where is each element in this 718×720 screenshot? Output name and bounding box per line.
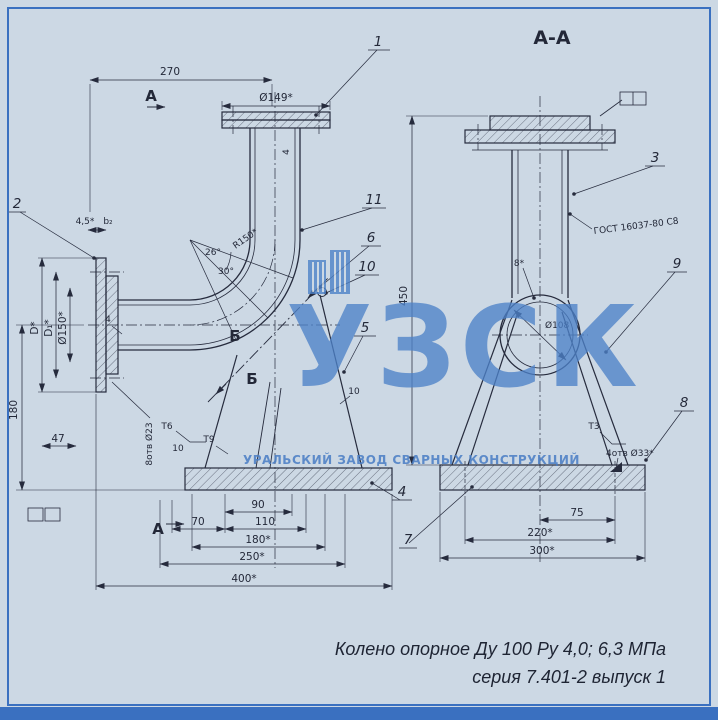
- dim-300: 300*: [529, 545, 554, 557]
- dim-220: 220*: [527, 527, 552, 539]
- dim-D: D*: [29, 321, 41, 334]
- front-support: [184, 294, 393, 491]
- dim-dia149: Ø149*: [259, 92, 293, 104]
- dim-180s: 180*: [245, 534, 270, 546]
- dim-holes8: 8отв Ø23: [144, 422, 155, 465]
- section-legs: [439, 299, 646, 491]
- front-leaders: [9, 49, 412, 501]
- dim-D1: D₁*: [43, 319, 55, 337]
- dim-75: 75: [570, 507, 583, 519]
- caption-line2: серия 7.401-2 выпуск 1: [472, 666, 666, 687]
- top-flange: [221, 111, 331, 129]
- drawing-caption: Колено опорное Ду 100 Ру 4,0; 6,3 МПа се…: [335, 636, 666, 692]
- dim-70: 70: [191, 516, 204, 528]
- part-label-1: 1: [374, 34, 383, 50]
- section-mark-b-lower: Б: [246, 370, 257, 388]
- dim-47: 47: [51, 433, 64, 445]
- front-dimensions: [16, 77, 393, 590]
- gost-note: ГОСТ 16037-80 С8: [593, 217, 679, 237]
- radial-lines: [189, 239, 294, 341]
- section-leaders: [399, 165, 694, 549]
- horizontal-pipe: [118, 299, 190, 351]
- dim-weld4: 4: [105, 315, 111, 325]
- part-label-2: 2: [13, 196, 22, 212]
- dim-wall8: 8*: [514, 259, 525, 269]
- part-label-9: 9: [673, 256, 682, 272]
- dim-10-left: 10: [172, 444, 184, 454]
- view-arrows: [147, 104, 185, 527]
- dim-angle30: 30°: [218, 267, 234, 277]
- part-label-3: 3: [651, 150, 660, 166]
- front-centerlines: [88, 92, 340, 568]
- weld-t9: Т9: [202, 435, 214, 445]
- dim-450: 450: [398, 286, 410, 306]
- section-pipe: [511, 150, 569, 298]
- dim-110: 110: [255, 516, 275, 528]
- dim-400: 400*: [231, 573, 256, 585]
- section-line-b: [207, 277, 329, 403]
- dim-250: 250*: [239, 551, 264, 563]
- dim-dia150: Ø150*: [57, 311, 69, 345]
- part-label-8: 8: [680, 395, 689, 411]
- part-label-5: 5: [361, 320, 370, 336]
- part-label-11: 11: [365, 192, 382, 208]
- section-view-linework: [399, 91, 694, 562]
- dim-holes4: 4отв Ø33*: [606, 448, 654, 459]
- part-label-10: 10: [358, 259, 375, 275]
- weld-t6: Т6: [160, 422, 172, 432]
- weld-t3: Т3: [587, 422, 599, 432]
- caption-line1: Колено опорное Ду 100 Ру 4,0; 6,3 МПа: [334, 639, 666, 659]
- front-extension-lines: [95, 394, 393, 590]
- dim-wall4: 4: [282, 149, 292, 155]
- reference-boxes: [27, 507, 61, 522]
- section-centerlines: [477, 96, 603, 562]
- section-top-flange: [464, 115, 616, 151]
- weld-symbol-box: [599, 91, 647, 117]
- section-dimensions: [406, 115, 646, 562]
- base-holes: [464, 461, 616, 494]
- dim-180v: 180: [8, 400, 20, 420]
- part-label-7: 7: [404, 532, 413, 548]
- view-arrow-label-bottom: А: [152, 520, 164, 538]
- dim-b2: b₂: [103, 217, 113, 227]
- dim-90: 90: [251, 499, 264, 511]
- section-extension-lines: [439, 492, 646, 562]
- dim-4-5: 4,5*: [76, 217, 95, 227]
- left-flange: [95, 257, 119, 393]
- view-arrow-label-top: А: [145, 87, 157, 105]
- dim-r150: R150*: [232, 227, 261, 251]
- section-mark-b-upper: Б: [229, 327, 240, 345]
- front-view-linework: [9, 49, 412, 590]
- linework-layer: [9, 49, 694, 590]
- section-pipe-circle: [499, 294, 581, 376]
- dim-10-right: 10: [348, 387, 360, 397]
- section-title: А-А: [533, 27, 571, 49]
- part-label-4: 4: [398, 484, 407, 500]
- footer-bar: [0, 707, 718, 720]
- dim-dia108: Ø108: [545, 320, 570, 331]
- part-label-6: 6: [367, 230, 376, 246]
- dim-270: 270: [160, 66, 180, 78]
- vertical-pipe: [249, 128, 301, 240]
- dim-angle26: 26°: [205, 248, 221, 258]
